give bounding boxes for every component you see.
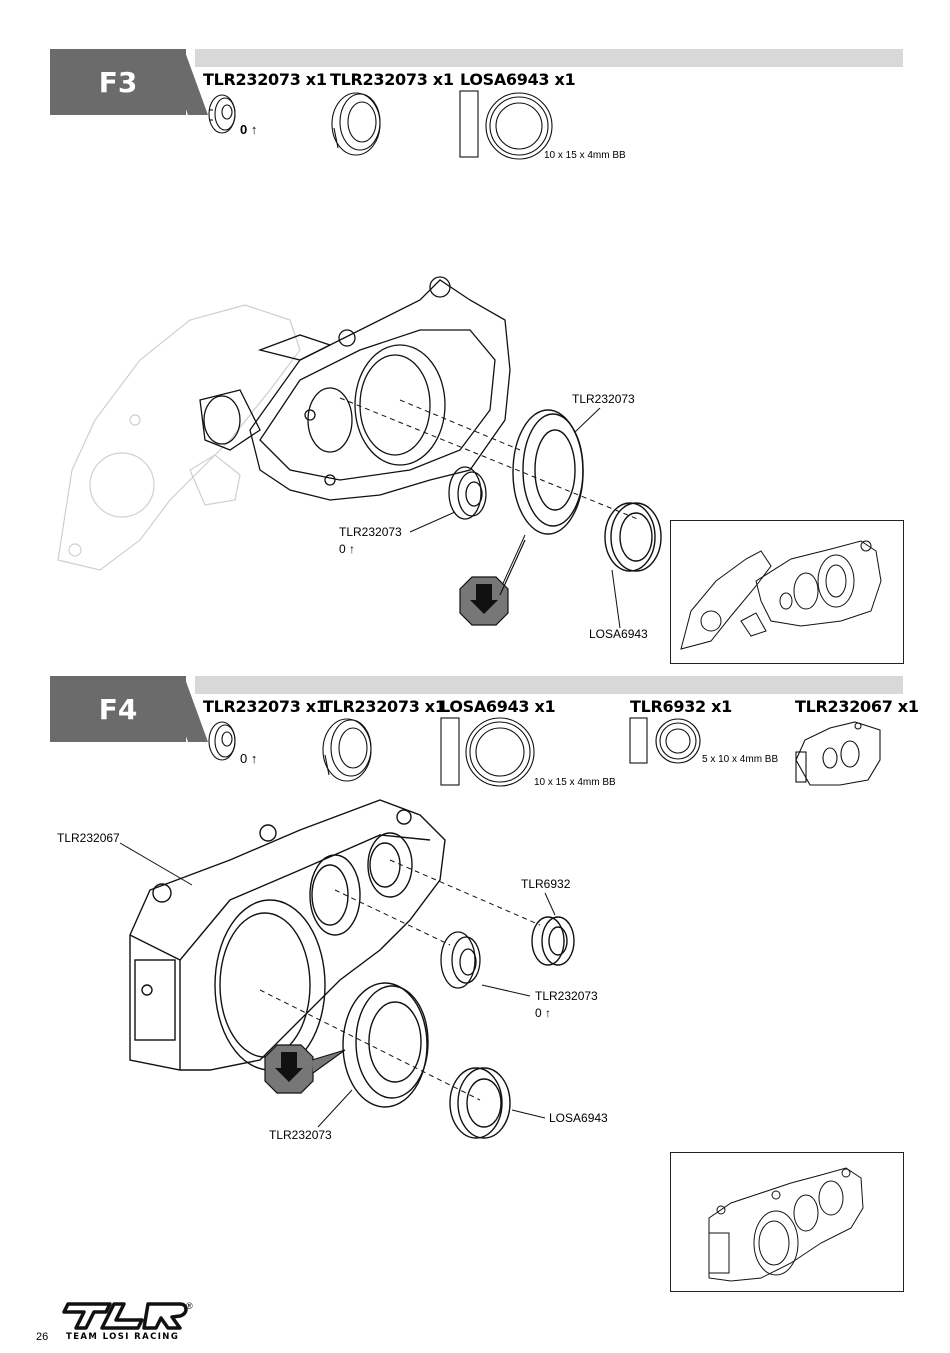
- push-arrow-icon: [459, 539, 526, 626]
- tlr-logo: [62, 1302, 188, 1330]
- arrow-up-icon: ↑: [349, 542, 356, 556]
- part-label: LOSA6943 x1: [440, 697, 556, 716]
- bearing-part: [449, 1067, 511, 1139]
- small-bearing-part-icon: [629, 717, 701, 764]
- callout-bearing: LOSA6943: [589, 627, 648, 641]
- arrow-up-icon: ↑: [545, 1006, 552, 1020]
- step-badge-f4: F4: [50, 676, 186, 742]
- insert-part: [440, 931, 481, 989]
- push-arrow-icon: [264, 1044, 346, 1094]
- arrow-up-icon: ↑: [250, 751, 258, 766]
- inset-illustration: [680, 540, 882, 650]
- completed-view-inset: [670, 1152, 904, 1292]
- orientation-value: 0: [240, 122, 248, 137]
- insert-part-icon: [208, 94, 236, 134]
- bearing-part: [604, 502, 662, 572]
- part-label: TLR232067 x1: [795, 697, 919, 716]
- callout-case: TLR232067: [57, 831, 120, 845]
- bearing-part-icon: [440, 717, 535, 787]
- gear-case-part-icon: [795, 721, 881, 786]
- part-label: TLR232073 x1: [322, 697, 446, 716]
- bearing-size-note: 10 x 15 x 4mm BB: [544, 150, 626, 161]
- callout-ring: TLR232073: [572, 392, 635, 406]
- bearing-part-icon: [459, 90, 553, 160]
- inset-illustration: [708, 1167, 864, 1282]
- step-badge-f3: F3: [50, 49, 186, 115]
- part-label: TLR232073 x1: [330, 70, 454, 89]
- orientation-mark: 0 ↑: [240, 122, 257, 137]
- part-label: LOSA6943 x1: [460, 70, 576, 89]
- arrow-up-icon: ↑: [250, 122, 258, 137]
- logo-subtext: TEAM LOSI RACING: [66, 1332, 180, 1342]
- gear-case: [129, 799, 446, 1071]
- ring-part: [342, 982, 429, 1108]
- orientation-mark: 0 ↑: [339, 542, 355, 556]
- orientation-value: 0: [339, 542, 346, 556]
- callout-ring: TLR232073: [269, 1128, 332, 1142]
- part-label: TLR232073 x1: [203, 70, 327, 89]
- insert-part: [448, 466, 487, 520]
- small-bearing-part: [531, 916, 575, 966]
- orientation-mark: 0 ↑: [240, 751, 257, 766]
- step-header-bar: [195, 49, 903, 67]
- callout-bearing: LOSA6943: [549, 1111, 608, 1125]
- registered-mark: ®: [186, 1301, 193, 1311]
- ring-part: [512, 409, 584, 535]
- step-id: F4: [98, 692, 138, 726]
- gear-case: [199, 276, 511, 501]
- orientation-value: 0: [240, 751, 248, 766]
- ring-part-icon: [331, 92, 381, 156]
- callout-insert: TLR232073: [339, 525, 402, 539]
- page-number: 26: [36, 1331, 49, 1343]
- part-label: TLR6932 x1: [630, 697, 732, 716]
- ring-part-icon: [322, 718, 372, 782]
- bearing-size-note: 10 x 15 x 4mm BB: [534, 777, 616, 788]
- step-header-bar: [195, 676, 903, 694]
- bearing-size-note: 5 x 10 x 4mm BB: [702, 754, 779, 765]
- orientation-mark: 0 ↑: [535, 1006, 551, 1020]
- callout-insert: TLR232073: [535, 989, 598, 1003]
- insert-part-icon: [208, 721, 236, 761]
- orientation-value: 0: [535, 1006, 542, 1020]
- motor-plate-faded: [57, 304, 301, 571]
- part-label: TLR232073 x1: [203, 697, 327, 716]
- completed-view-inset: [670, 520, 904, 664]
- callout-small-bearing: TLR6932: [521, 877, 571, 891]
- step-id: F3: [98, 65, 138, 99]
